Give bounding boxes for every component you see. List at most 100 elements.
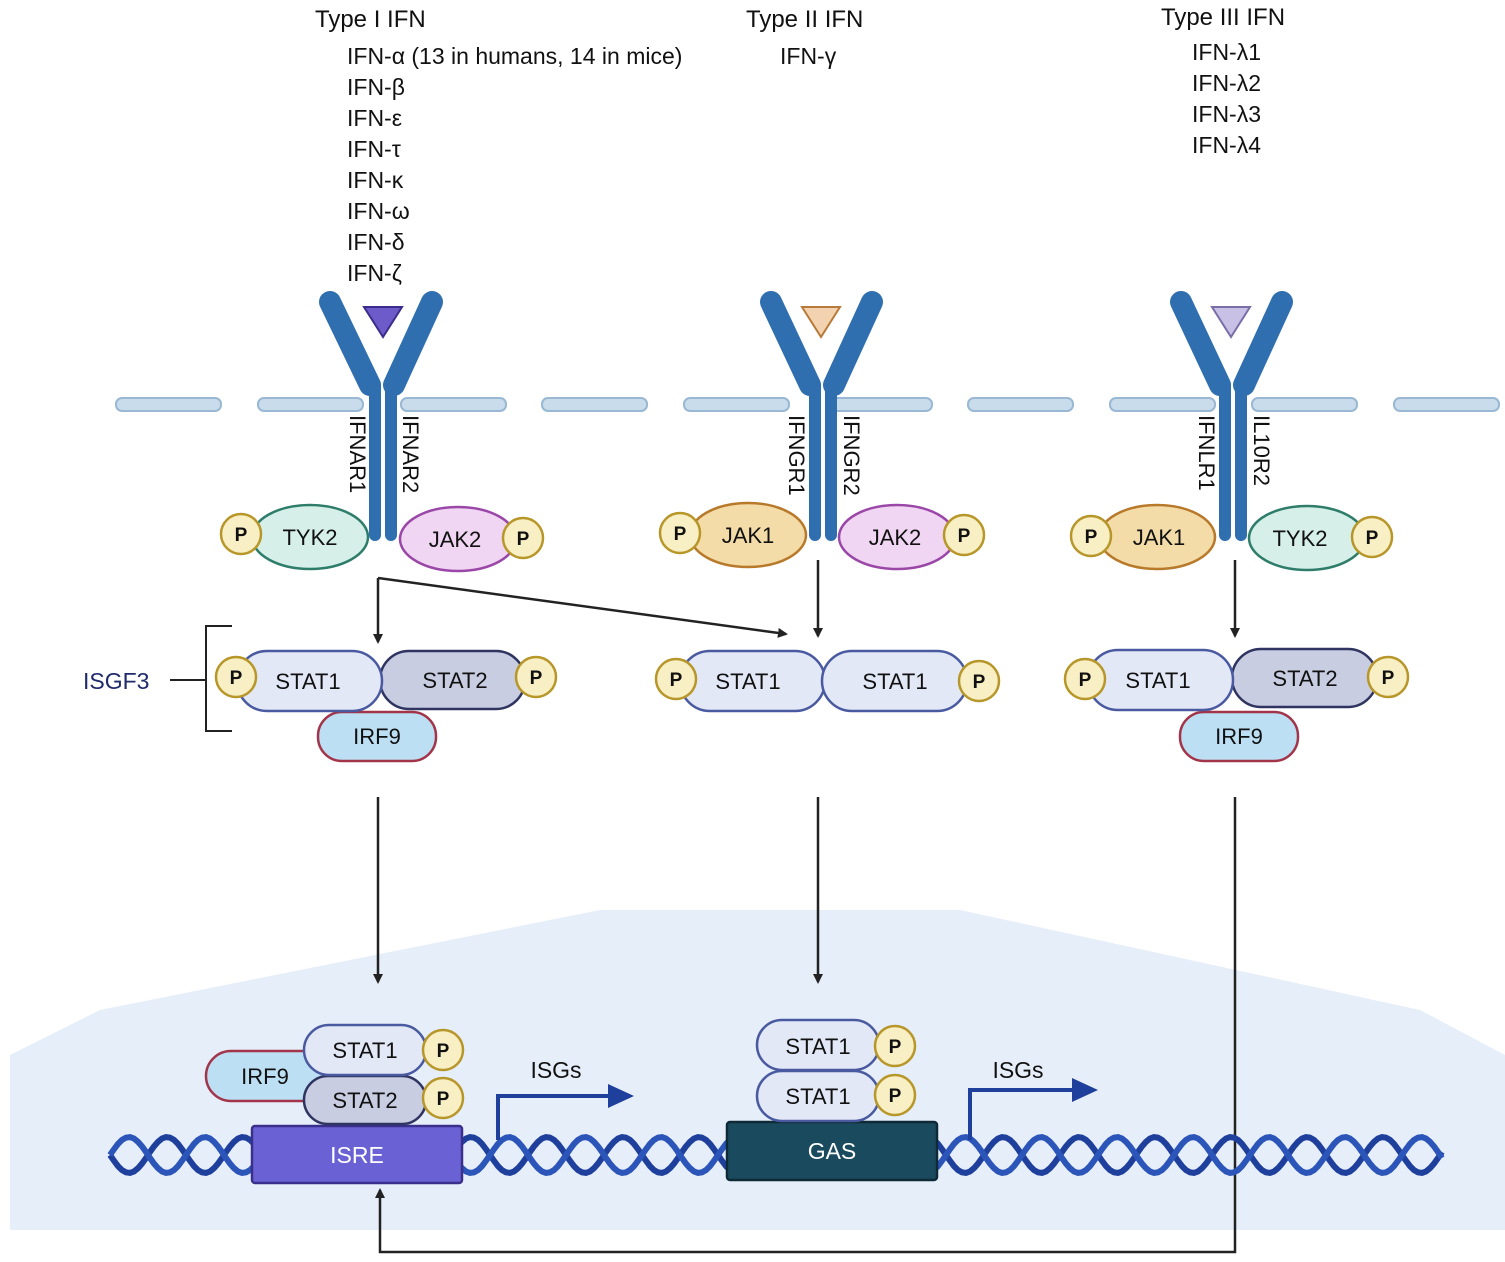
svg-text:P: P [235, 525, 248, 546]
isgf3-label: ISGF3 [83, 668, 150, 694]
irf9-pill [1178, 710, 1300, 763]
type1-ligand-list: IFN-α (13 in humans, 14 in mice) IFN-β I… [347, 41, 682, 289]
phospho-badge: P [421, 1028, 465, 1072]
svg-text:P: P [1085, 527, 1098, 548]
svg-text:IRF9: IRF9 [1215, 724, 1263, 749]
svg-text:P: P [889, 1037, 902, 1058]
ligand-type3-triangle [1210, 306, 1252, 339]
svg-text:STAT2: STAT2 [1272, 666, 1337, 691]
ligand-item: IFN-λ3 [1192, 101, 1261, 127]
svg-text:P: P [1079, 670, 1092, 691]
phospho-badge: P [1063, 657, 1107, 701]
svg-text:STAT1: STAT1 [275, 669, 340, 694]
cell-membrane [115, 397, 1500, 412]
svg-text:P: P [889, 1086, 902, 1107]
ligand-item: IFN-τ [347, 136, 401, 162]
isre-element: ISRE [250, 1124, 464, 1185]
svg-text:P: P [230, 668, 243, 689]
kinase-tyk2-3: TYK2 [1247, 504, 1367, 572]
ligand-type2-triangle [800, 306, 842, 339]
svg-text:P: P [530, 668, 543, 689]
svg-text:P: P [1366, 528, 1379, 549]
ligand-item: IFN-ζ [347, 260, 402, 286]
kinase-jak1-3: JAK1 [1097, 503, 1217, 571]
phospho-badge: P [658, 511, 702, 555]
svg-text:GAS: GAS [808, 1138, 857, 1164]
kinase-label: JAK2 [429, 527, 482, 552]
phospho-badge: P [873, 1073, 917, 1117]
receptor-ifngr1-chain [760, 291, 821, 541]
phospho-badge: P [942, 513, 986, 557]
phospho-badge: P [514, 655, 558, 699]
nuclear-isgf3: IRF9 STAT2 STAT1 P P [204, 1023, 465, 1126]
type2-ligand-list: IFN-γ [780, 41, 836, 72]
signal-arrows [373, 560, 1240, 1254]
irf9-pill [316, 710, 438, 763]
svg-text:STAT1: STAT1 [785, 1084, 850, 1109]
isgs-label: ISGs [530, 1057, 581, 1083]
kinase-label: JAK1 [722, 523, 775, 548]
receptor-label-ifngr1: IFNGR1 [784, 415, 809, 496]
svg-text:STAT1: STAT1 [1125, 668, 1190, 693]
transcription-arrow-gas [968, 1078, 1098, 1140]
kinase-jak1-2: JAK1 [688, 501, 808, 569]
receptor-il10r2-chain [1233, 291, 1293, 541]
svg-text:P: P [674, 524, 687, 545]
ligand-item: IFN-λ4 [1192, 132, 1261, 158]
nuclear-stat1-dimer: STAT1 STAT1 P P [755, 1018, 917, 1123]
isgf3-bracket [170, 625, 232, 732]
receptor-ifnar2-chain [383, 291, 443, 541]
receptor-label-ifngr2: IFNGR2 [839, 415, 864, 496]
svg-text:P: P [517, 529, 530, 550]
svg-text:STAT2: STAT2 [332, 1088, 397, 1113]
svg-text:P: P [958, 526, 971, 547]
phospho-badge: P [219, 512, 263, 556]
isgs-label: ISGs [992, 1057, 1043, 1083]
phospho-badge: P [501, 516, 545, 560]
svg-text:STAT1: STAT1 [715, 669, 780, 694]
receptor-ifnlr1-chain [1170, 291, 1231, 541]
stat-complex-type1: IRF9 STAT2 STAT1 P P [214, 649, 558, 763]
receptor-label-il10r2: IL10R2 [1249, 415, 1274, 486]
receptor-ifnar1-chain [319, 291, 381, 541]
kinase-label: TYK2 [282, 525, 337, 550]
type3-heading: Type III IFN [1161, 4, 1286, 31]
kinase-label: TYK2 [1272, 526, 1327, 551]
svg-text:STAT1: STAT1 [862, 669, 927, 694]
svg-text:P: P [437, 1089, 450, 1110]
phospho-badge: P [214, 655, 258, 699]
ligand-item: IFN-ω [347, 198, 410, 224]
svg-text:STAT2: STAT2 [422, 668, 487, 693]
gas-element: GAS [725, 1120, 939, 1182]
receptor-label-ifnar1: IFNAR1 [345, 415, 370, 494]
ligand-item: IFN-κ [347, 167, 404, 193]
stat-complex-type2: STAT1 STAT1 P P [654, 649, 1001, 713]
receptor-ifnlr [1170, 291, 1293, 541]
phospho-badge: P [1350, 515, 1394, 559]
ligand-item: IFN-δ [347, 229, 405, 255]
ligand-item: IFN-λ1 [1192, 39, 1261, 65]
kinase-jak2-2: JAK2 [837, 503, 957, 571]
receptor-ifnar [319, 291, 443, 541]
receptor-label-ifnar2: IFNAR2 [398, 415, 423, 494]
phospho-badge: P [1069, 514, 1113, 558]
arrow-type1-to-stat1-dimer [377, 576, 788, 638]
svg-text:P: P [973, 672, 986, 693]
phospho-badge: P [1366, 655, 1410, 699]
kinase-label: JAK2 [869, 525, 922, 550]
svg-text:STAT1: STAT1 [332, 1038, 397, 1063]
receptor-label-ifnlr1: IFNLR1 [1194, 415, 1219, 491]
svg-text:P: P [437, 1041, 450, 1062]
ligand-item: IFN-α (13 in humans, 14 in mice) [347, 43, 683, 69]
ligand-item: IFN-γ [780, 43, 837, 69]
svg-text:P: P [670, 670, 683, 691]
arrow-type3-to-isre [375, 797, 1237, 1254]
ligand-item: IFN-β [347, 74, 405, 100]
svg-text:STAT1: STAT1 [785, 1034, 850, 1059]
phospho-badge: P [873, 1024, 917, 1068]
kinase-label: JAK1 [1133, 525, 1186, 550]
svg-text:IRF9: IRF9 [353, 724, 401, 749]
ligand-item: IFN-λ2 [1192, 70, 1261, 96]
type1-heading: Type I IFN [315, 6, 426, 33]
